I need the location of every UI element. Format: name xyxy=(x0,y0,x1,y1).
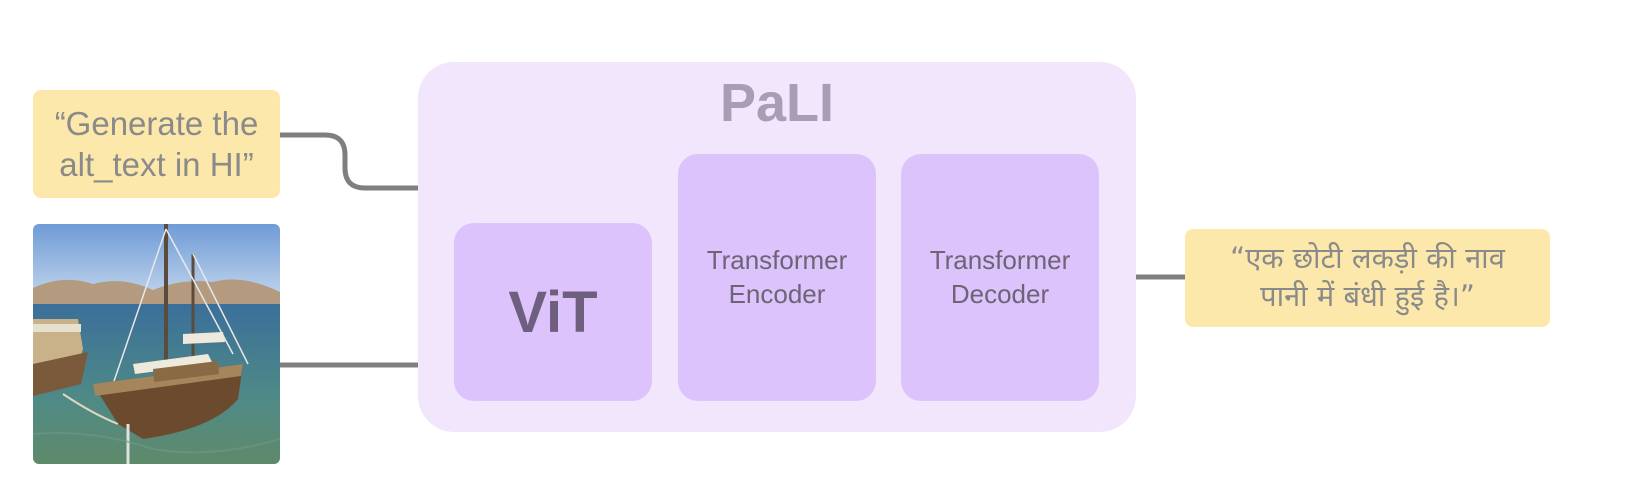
transformer-encoder-block: Transformer Encoder xyxy=(678,154,876,401)
pali-title: PaLI xyxy=(719,73,835,133)
vit-label: ViT xyxy=(508,279,598,345)
prompt-line-1: “Generate the xyxy=(54,104,259,142)
output-line-2: पानी में बंधी हुई है।” xyxy=(1260,279,1475,313)
sailboat-photo-icon xyxy=(33,224,280,464)
encoder-label-line-1: Transformer xyxy=(706,244,848,275)
decoder-label-line-2: Decoder xyxy=(950,278,1050,309)
prompt-connector-outer xyxy=(280,132,418,191)
input-image xyxy=(33,224,280,464)
transformer-decoder-block: Transformer Decoder xyxy=(901,154,1099,401)
decoder-label-line-1: Transformer xyxy=(929,244,1071,275)
output-note: “एक छोटी लकड़ी की नाव पानी में बंधी हुई … xyxy=(1185,229,1550,327)
prompt-note: “Generate the alt_text in HI” xyxy=(33,90,280,198)
output-line-1: “एक छोटी लकड़ी की नाव xyxy=(1230,241,1505,276)
encoder-label-line-2: Encoder xyxy=(728,278,826,309)
prompt-line-2: alt_text in HI” xyxy=(59,146,254,183)
vit-block: ViT xyxy=(454,223,652,401)
